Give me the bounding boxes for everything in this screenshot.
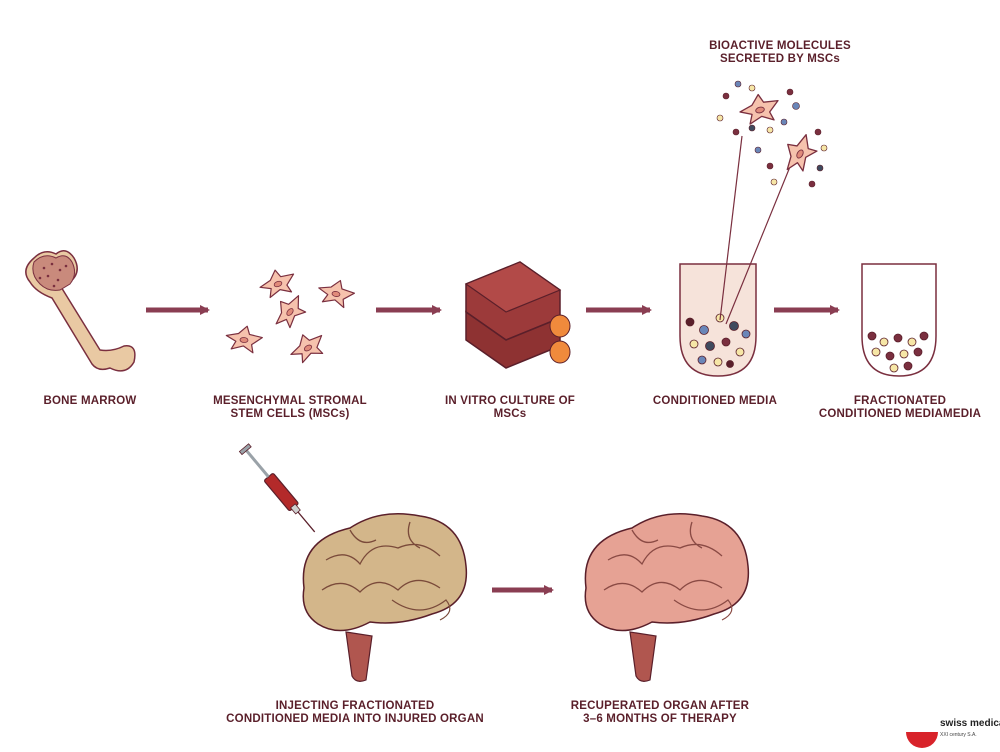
label-conditioned-media: CONDITIONED MEDIA	[652, 395, 778, 407]
syringe-illustration	[238, 443, 316, 533]
logo-subtitle: XXI century S.A.	[940, 732, 977, 738]
msc-cells-illustration	[224, 264, 357, 368]
recuperated-brain-illustration	[584, 513, 750, 682]
logo-mark	[906, 732, 938, 748]
bioactive-molecules-cluster	[716, 80, 828, 188]
fractionated-media-tube	[861, 263, 937, 377]
conditioned-media-tube	[679, 135, 797, 377]
culture-flasks-illustration	[464, 261, 571, 369]
label-bone-marrow: BONE MARROW	[43, 395, 137, 407]
bone-marrow-illustration	[25, 250, 136, 372]
brand-logo: swiss medica XXI century S.A.	[908, 710, 1000, 746]
injured-brain-illustration	[302, 513, 468, 682]
logo-name: swiss medica	[940, 718, 1000, 729]
